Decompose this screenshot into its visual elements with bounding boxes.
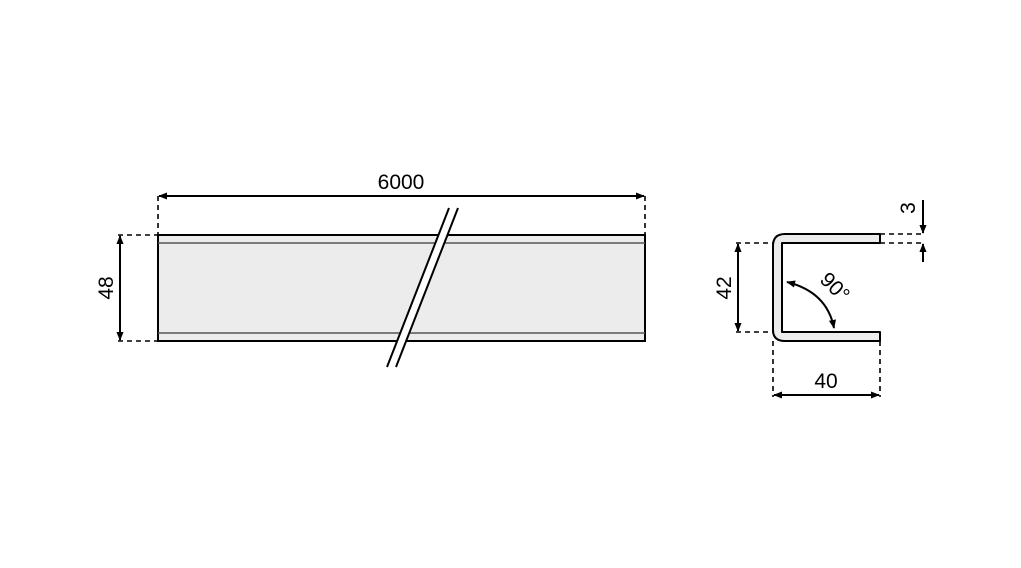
break-line-2	[395, 207, 459, 368]
angle-arc	[786, 280, 836, 329]
profile-width-label: 40	[814, 370, 837, 393]
profile-height-dimension: 42	[713, 242, 773, 333]
length-label: 6000	[378, 171, 425, 194]
break-line-1	[386, 207, 450, 368]
profile-height-label: 42	[713, 276, 736, 299]
cross-section	[772, 233, 881, 342]
thickness-label: 3	[897, 202, 920, 214]
bar-body	[157, 234, 646, 342]
thickness-dimension: 3	[880, 200, 927, 262]
side-view	[157, 207, 646, 368]
angle-dimension: 90°	[786, 268, 854, 329]
height-dimension: 48	[95, 234, 158, 342]
length-dimension: 6000	[157, 171, 646, 235]
break-gap	[387, 208, 458, 367]
channel-section	[772, 233, 881, 342]
profile-width-dimension: 40	[772, 341, 881, 399]
height-label: 48	[95, 276, 118, 299]
